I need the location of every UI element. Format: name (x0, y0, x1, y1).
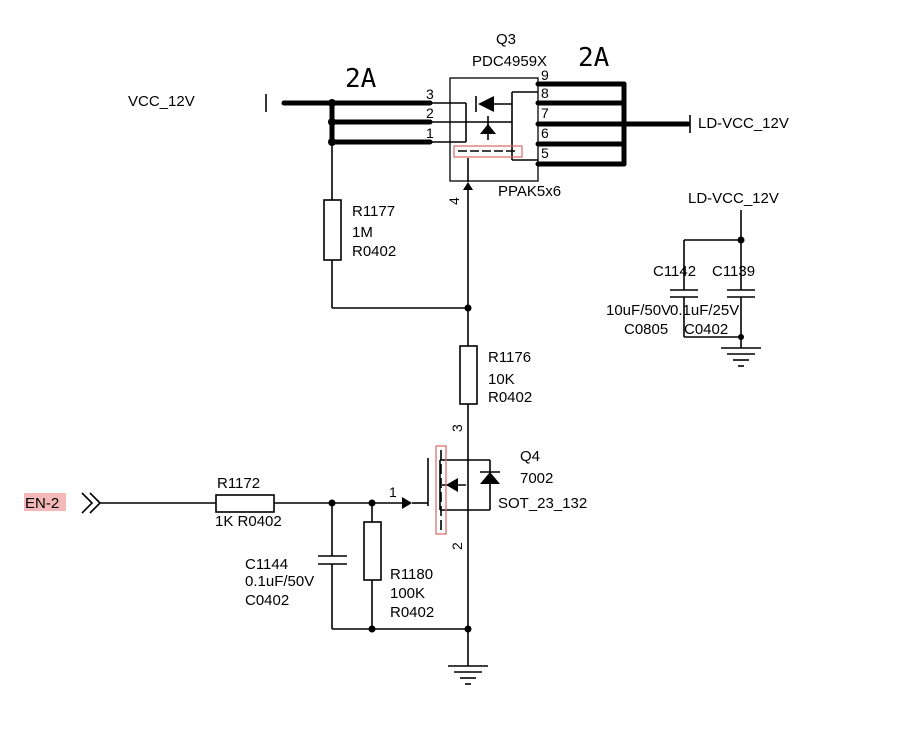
q3-pin-9: 9 (541, 67, 549, 83)
ground-symbol-right (721, 347, 761, 367)
c1142-ref: C1142 (653, 263, 696, 280)
c1144-package: C0402 (245, 592, 289, 609)
q4-pin-1: 1 (389, 484, 397, 500)
c1144-value: 0.1uF/50V (245, 573, 314, 590)
q3-pin-7: 7 (541, 105, 549, 121)
ld-vcc-cap-ground-net (684, 334, 744, 340)
current-label-right: 2A (578, 43, 610, 73)
c1139-ref: C1139 (712, 263, 755, 280)
en-2-label: EN-2 (25, 495, 59, 512)
c1144-ref: C1144 (245, 556, 288, 573)
current-label-left: 2A (345, 64, 377, 94)
r1180-resistor[interactable] (363, 503, 382, 629)
gate-junction (464, 304, 472, 312)
r1176-resistor[interactable] (459, 345, 478, 460)
ld-vcc-cap-label: LD-VCC_12V (688, 190, 779, 207)
ld-vcc-output-label: LD-VCC_12V (698, 115, 789, 132)
r1176-package: R0402 (488, 389, 532, 406)
en-2-port[interactable] (24, 492, 216, 514)
c1144-capacitor[interactable] (318, 503, 347, 629)
q3-pin-4: 4 (446, 197, 462, 205)
r1177-resistor[interactable] (323, 142, 468, 309)
ld-vcc-cap-net (683, 210, 745, 290)
r1180-package: R0402 (390, 604, 434, 621)
q3-pin-1: 1 (426, 125, 434, 141)
r1177-ref: R1177 (352, 203, 395, 220)
c1142-package: C0805 (624, 321, 668, 338)
c1142-value: 10uF/50V (606, 302, 671, 319)
r1177-package: R0402 (352, 243, 396, 260)
q3-package: PPAK5x6 (498, 183, 561, 200)
q4-ref: Q4 (520, 448, 540, 465)
q3-pin-2: 2 (426, 105, 434, 121)
r1177-value: 1M (352, 224, 373, 241)
q3-part: PDC4959X (472, 53, 547, 70)
q3-ref: Q3 (496, 31, 516, 48)
ground-net-bottom (332, 540, 472, 666)
vcc-output-net (535, 81, 691, 167)
r1172-ref: R1172 (217, 475, 260, 492)
q4-part: 7002 (520, 470, 553, 487)
r1172-resistor[interactable] (215, 494, 372, 513)
c1142-capacitor[interactable] (670, 289, 698, 337)
q3-pin-6: 6 (541, 125, 549, 141)
r1180-value: 100K (390, 585, 425, 602)
q3-pin-3: 3 (426, 86, 434, 102)
q4-pin-3: 3 (449, 424, 465, 432)
q4-pin-2: 2 (449, 542, 465, 550)
vcc-input-net (265, 94, 433, 146)
r1176-ref: R1176 (488, 349, 531, 366)
r1176-value: 10K (488, 371, 515, 388)
q4-package: SOT_23_132 (498, 495, 587, 512)
c1139-value: 0.1uF/25V (670, 302, 739, 319)
q3-pin-8: 8 (541, 85, 549, 101)
q3-mosfet[interactable] (430, 77, 539, 190)
c1139-package: C0402 (684, 321, 728, 338)
vcc-12v-label: VCC_12V (128, 93, 195, 110)
r1180-ref: R1180 (390, 566, 433, 583)
ground-symbol-bottom (448, 665, 488, 685)
q4-mosfet[interactable] (372, 445, 500, 540)
r1172-value: 1K R0402 (215, 513, 282, 530)
q3-pin-5: 5 (541, 145, 549, 161)
